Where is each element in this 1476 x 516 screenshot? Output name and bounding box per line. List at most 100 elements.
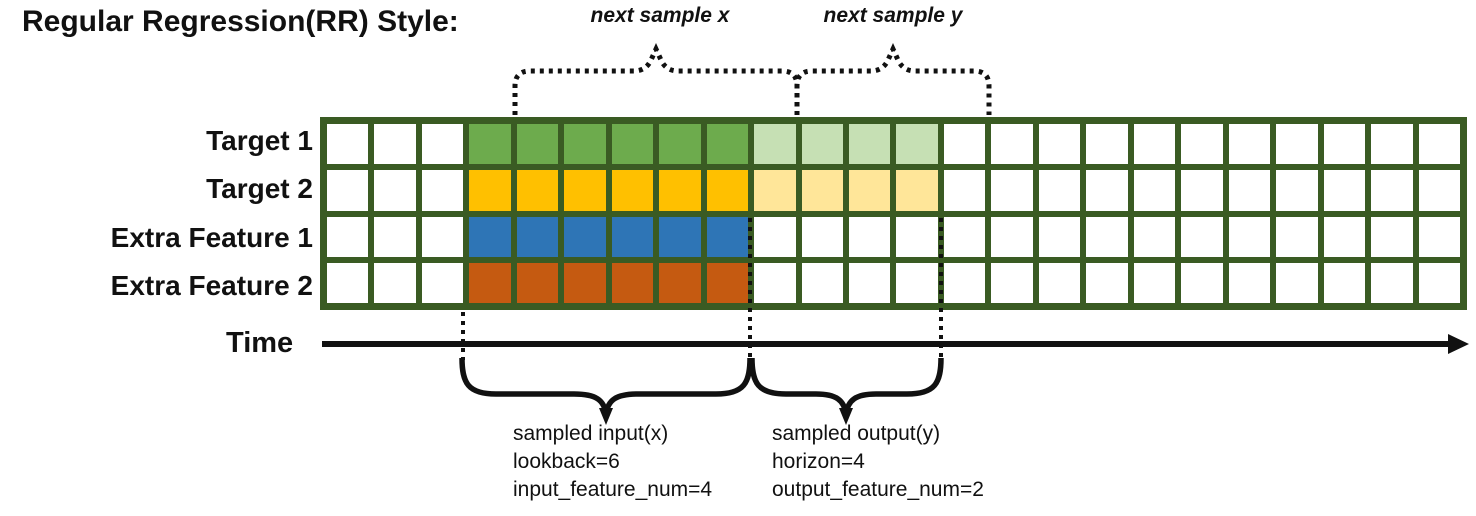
grid-cell: [1038, 124, 1081, 165]
sampled-output-note: sampled output(y) horizon=4 output_featu…: [772, 420, 984, 504]
grid-cell: [1276, 170, 1318, 211]
grid-cell: [801, 216, 844, 257]
grid-cell: [469, 170, 511, 211]
grid-cell: [421, 124, 464, 165]
grid-cell: [754, 170, 796, 211]
grid-cell: [374, 262, 416, 303]
grid-cell: [374, 170, 416, 211]
grid-cell: [1323, 124, 1366, 165]
grid-cell: [849, 216, 891, 257]
grid-cell: [659, 216, 701, 257]
sampled-output-brace-icon: [749, 357, 944, 415]
grid-cell: [516, 262, 559, 303]
grid-cell: [896, 216, 938, 257]
grid-cell: [659, 124, 701, 165]
grid-cell: [849, 124, 891, 165]
grid-cell: [801, 262, 844, 303]
grid-cell: [1038, 216, 1081, 257]
grid-cell: [991, 124, 1033, 165]
time-axis-label: Time: [226, 327, 294, 359]
sampled-input-brace-icon: [459, 357, 753, 415]
grid-cell: [516, 124, 559, 165]
row-label-extra-feature-2: Extra Feature 2: [110, 270, 313, 301]
grid-cell: [1276, 262, 1318, 303]
grid-cell: [943, 216, 986, 257]
row-label-target-1: Target 1: [206, 125, 313, 156]
grid-cell: [327, 124, 369, 165]
grid-cell: [849, 170, 891, 211]
grid-cell: [659, 262, 701, 303]
grid-cell: [943, 262, 986, 303]
grid-cell: [1181, 216, 1223, 257]
grid-cell: [1228, 262, 1271, 303]
grid-cell: [1181, 262, 1223, 303]
grid-cell: [421, 216, 464, 257]
grid-cell: [469, 124, 511, 165]
grid-cell: [801, 170, 844, 211]
grid-cell: [1086, 124, 1128, 165]
grid-cell: [564, 170, 606, 211]
grid-cell: [1133, 124, 1176, 165]
time-axis-arrowhead-icon: [1448, 334, 1469, 354]
sample-grid: [320, 117, 1467, 310]
next-sample-x-brace-icon: [512, 42, 800, 115]
grid-cell: [516, 170, 559, 211]
grid-cell: [327, 216, 369, 257]
grid-cell: [706, 124, 749, 165]
grid-cell: [1086, 170, 1128, 211]
grid-cell: [1371, 124, 1413, 165]
grid-cell: [1276, 124, 1318, 165]
grid-cell: [1418, 262, 1460, 303]
grid-cell: [1371, 262, 1413, 303]
grid-cell: [706, 170, 749, 211]
grid-cell: [896, 124, 938, 165]
grid-cell: [564, 216, 606, 257]
grid-cell: [754, 216, 796, 257]
grid-cell: [1418, 124, 1460, 165]
sampled-output-line1: sampled output(y): [772, 422, 941, 445]
grid-cell: [611, 170, 654, 211]
grid-cell: [1228, 216, 1271, 257]
grid-cell: [564, 262, 606, 303]
grid-cell: [1323, 216, 1366, 257]
grid-cell: [801, 124, 844, 165]
grid-cell: [943, 170, 986, 211]
grid-cell: [1323, 262, 1366, 303]
grid-cell: [1371, 216, 1413, 257]
grid-cell: [1418, 170, 1460, 211]
grid-cell: [1133, 262, 1176, 303]
row-label-extra-feature-1: Extra Feature 1: [110, 222, 313, 253]
sampled-input-note: sampled input(x) lookback=6 input_featur…: [513, 420, 712, 504]
grid-cell: [706, 262, 749, 303]
grid-cell: [1038, 170, 1081, 211]
grid-cell: [421, 170, 464, 211]
grid-cell: [849, 262, 891, 303]
grid-cell: [1181, 124, 1223, 165]
grid-cell: [943, 124, 986, 165]
grid-cell: [754, 124, 796, 165]
grid-cell: [754, 262, 796, 303]
grid-cell: [327, 262, 369, 303]
diagram-title: Regular Regression(RR) Style:: [22, 5, 459, 38]
grid-cell: [896, 262, 938, 303]
sampled-input-line2: lookback=6: [513, 450, 620, 473]
sampled-input-line3: input_feature_num=4: [513, 478, 713, 501]
grid-cell: [421, 262, 464, 303]
grid-cell: [659, 170, 701, 211]
sampled-output-line2: horizon=4: [772, 450, 865, 473]
grid-cell: [1133, 170, 1176, 211]
grid-cell: [1181, 170, 1223, 211]
grid-cell: [1228, 170, 1271, 211]
grid-cell: [469, 262, 511, 303]
sampled-output-line3: output_feature_num=2: [772, 478, 984, 501]
next-sample-y-label: next sample y: [823, 4, 963, 27]
grid-cell: [611, 216, 654, 257]
grid-cell: [564, 124, 606, 165]
grid-cell: [991, 170, 1033, 211]
next-sample-x-label: next sample x: [590, 4, 730, 27]
grid-cell: [991, 262, 1033, 303]
next-sample-y-brace-icon: [794, 42, 992, 115]
grid-cell: [1418, 216, 1460, 257]
grid-cell: [991, 216, 1033, 257]
grid-cell: [706, 216, 749, 257]
